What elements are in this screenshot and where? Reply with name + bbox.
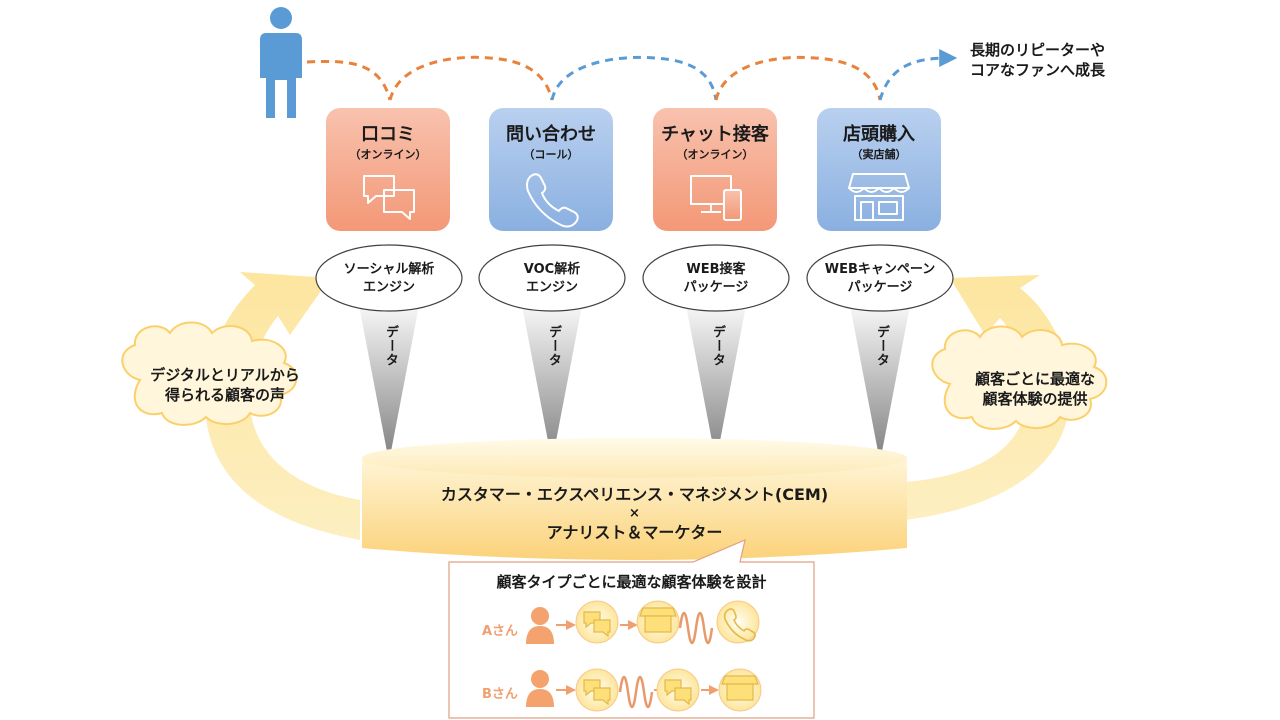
person-b-icon (526, 670, 554, 707)
touchpoint-2: 問い合わせ （コール） (489, 120, 613, 162)
touchpoint-1: 口コミ （オンライン） (326, 120, 450, 162)
engine-line-1: VOC解析 (523, 262, 581, 277)
engine-ellipses (315, 244, 954, 312)
engine-line-2: パッケージ (683, 280, 749, 295)
engine-line-1: ソーシャル解析 (343, 262, 435, 277)
devices-icon (690, 175, 742, 221)
touchpoint-sub: （オンライン） (349, 148, 427, 161)
touchpoint-4: 店頭購入 （実店舗） (817, 120, 941, 162)
customer-person-icon (260, 7, 302, 118)
engine-1: ソーシャル解析 エンジン (316, 261, 462, 297)
right-cloud (931, 325, 1108, 430)
journey-row-b (526, 668, 762, 712)
touchpoint-title: 口コミ (361, 124, 415, 145)
storefront-icon (848, 173, 910, 221)
chat-bubbles-icon (583, 611, 611, 638)
goal-line-1: 長期のリピーターや (970, 41, 1106, 59)
chat-bubbles-icon (664, 679, 692, 706)
touchpoint-sub: （コール） (523, 148, 579, 161)
goal-note: 長期のリピーターや コアなファンへ成長 (970, 40, 1105, 80)
touchpoint-title: 店頭購入 (843, 124, 915, 145)
engine-line-2: エンジン (362, 280, 415, 295)
cem-text: カスタマー・エクスペリエンス・マネジメント(CEM) × アナリスト＆マーケター (362, 484, 907, 544)
touchpoint-sub: （実店舗） (851, 148, 907, 161)
person-a-icon (526, 607, 554, 644)
left-cloud-text: デジタルとリアルから 得られる顧客の声 (130, 365, 320, 405)
wave (618, 675, 654, 709)
phone-icon (526, 173, 579, 228)
engine-line-2: エンジン (525, 280, 578, 295)
touchpoint-3: チャット接客 （オンライン） (653, 120, 777, 162)
engine-3: WEB接客 パッケージ (643, 261, 789, 297)
left-cloud-line-1: デジタルとリアルから (150, 366, 300, 384)
touchpoint-sub: （オンライン） (676, 148, 754, 161)
data-funnels (357, 295, 912, 462)
chat-bubbles-icon (363, 175, 415, 220)
left-cloud-line-2: 得られる顧客の声 (164, 386, 285, 404)
phone-icon (723, 608, 756, 642)
chat-bubbles-icon (583, 679, 611, 706)
journey-row-a (526, 600, 760, 645)
cem-line-2: × (629, 506, 640, 521)
wave (678, 611, 714, 645)
data-label-1: データ (383, 325, 398, 367)
touchpoint-title: チャット接客 (661, 124, 769, 145)
left-cloud (121, 321, 298, 426)
storefront-icon (721, 675, 759, 701)
cem-line-3: アナリスト＆マーケター (546, 523, 723, 542)
design-box-title: 顧客タイプごとに最適な顧客体験を設計 (496, 573, 767, 591)
journey-dashed-path (306, 49, 958, 101)
engine-line-1: WEBキャンペーン (824, 262, 936, 277)
cem-cylinder (362, 438, 907, 560)
touchpoint-boxes (326, 108, 941, 231)
right-cloud-line-2: 顧客体験の提供 (982, 390, 1088, 408)
cem-line-1: カスタマー・エクスペリエンス・マネジメント(CEM) (440, 485, 829, 504)
right-cloud-text: 顧客ごとに最適な 顧客体験の提供 (945, 369, 1125, 409)
engine-line-1: WEB接客 (686, 262, 746, 277)
goal-line-2: コアなファンへ成長 (970, 61, 1106, 79)
touchpoint-title: 問い合わせ (506, 124, 596, 145)
engine-line-2: パッケージ (847, 280, 913, 295)
data-label-3: データ (710, 325, 725, 367)
engine-4: WEBキャンペーン パッケージ (807, 261, 953, 297)
right-cloud-line-1: 顧客ごとに最適な (974, 370, 1095, 388)
data-label-2: データ (546, 325, 561, 367)
customer-b-label: Bさん (482, 687, 518, 702)
customer-a-label: Aさん (482, 624, 519, 639)
data-label-4: データ (874, 325, 889, 367)
engine-2: VOC解析 エンジン (479, 261, 625, 297)
storefront-icon (639, 607, 677, 633)
